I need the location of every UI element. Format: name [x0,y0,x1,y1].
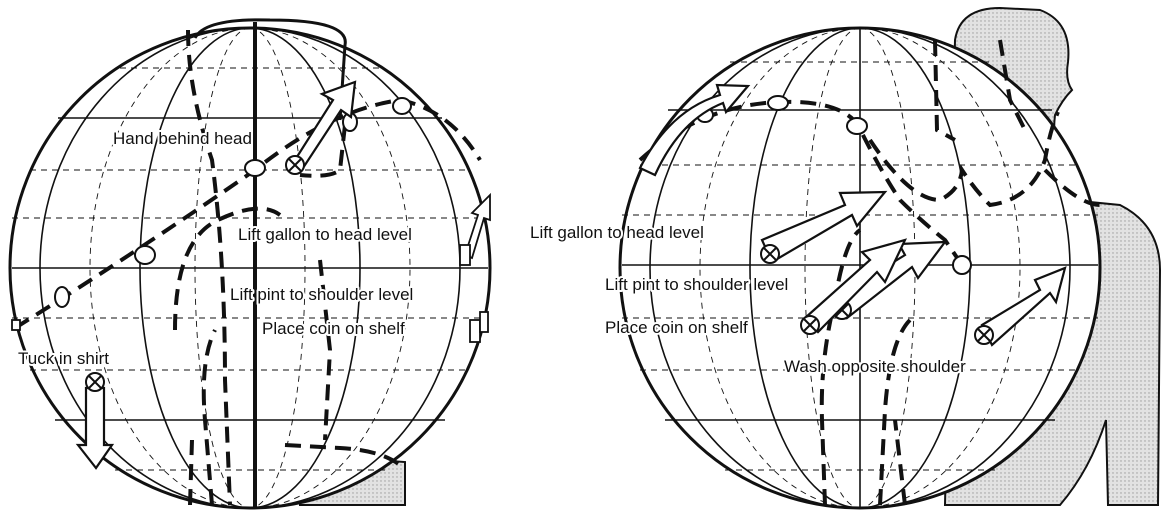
arrow-icon [833,240,948,320]
target-cross-icon [760,244,780,264]
right-arrow-place-coin [800,238,908,335]
right-meridian-lines [649,27,1071,509]
arrow-icon [293,80,357,170]
left-edge-markers [11,192,491,343]
target-cross-icon [285,155,305,175]
arrow-icon [75,386,115,470]
label-place-coin: Place coin on shelf [262,319,405,338]
arrow-icon [463,192,491,260]
right-globe: Lift gallon to head level Lift pint to s… [528,6,1162,510]
left-top-loop [193,18,347,121]
arrow-icon [638,83,751,177]
left-latitude-lines [12,117,488,421]
left-arrow-tuck-shirt [75,372,115,470]
right-arrow-top-left [638,83,751,177]
label-tuck-shirt: Tuck in shirt [18,349,109,368]
label-hand-behind-head: Hand behind head [113,129,252,148]
label-lift-gallon: Lift gallon to head level [238,225,412,244]
arrow-icon [803,238,908,334]
left-globe: Hand behind head Lift gallon to head lev… [8,18,492,510]
label-place-coin-right: Place coin on shelf [605,318,748,337]
target-cross-icon [974,325,994,345]
label-lift-gallon-right: Lift gallon to head level [530,223,704,242]
right-arrow-lift-gallon [760,190,888,264]
target-cross-icon [800,315,820,335]
right-arrow-wash-shoulder [974,266,1067,347]
left-motion-paths [13,29,482,506]
label-lift-pint-right: Lift pint to shoulder level [605,275,788,294]
target-cross-icon [85,372,105,392]
left-arrow-hand-behind-head [285,80,357,175]
arrow-icon [760,190,888,264]
right-position-markers [696,95,972,275]
left-position-markers [54,97,412,308]
right-arrow-lift-pint [832,240,948,320]
arrow-icon [980,266,1067,347]
left-meridian-minor [89,27,411,509]
left-meridian-lines [39,27,461,509]
label-wash-shoulder: Wash opposite shoulder [784,357,966,376]
label-lift-pint: Lift pint to shoulder level [230,285,413,304]
